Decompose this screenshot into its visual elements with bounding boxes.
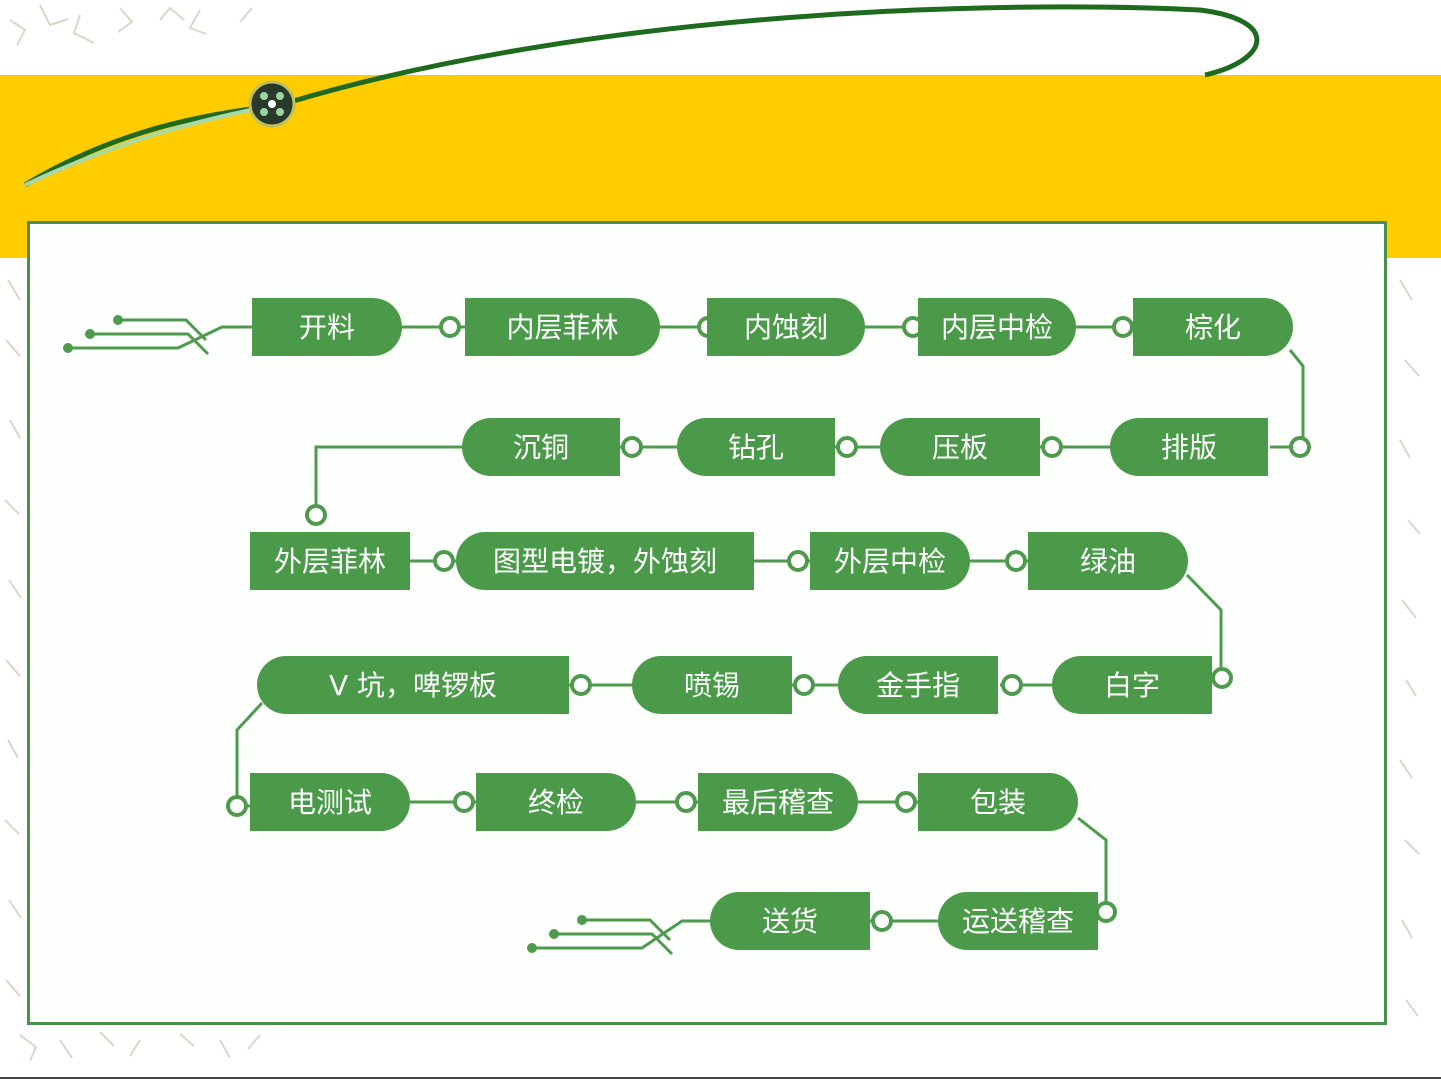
title-swoosh: [25, 7, 1257, 185]
process-node: 外层菲林: [250, 532, 410, 590]
connector-joint: [873, 912, 891, 930]
connector-joint: [228, 797, 246, 815]
connector-wire: [316, 447, 462, 515]
connector-joint: [789, 552, 807, 570]
connector-joint: [1003, 676, 1021, 694]
process-node-label: 外层中检: [834, 545, 946, 578]
process-node-label: 运送稽查: [962, 905, 1074, 938]
process-node: V 坑，啤锣板: [257, 656, 569, 714]
circuit-trace-icon: [527, 915, 712, 954]
connector-joint: [1007, 552, 1025, 570]
process-node: 终检: [476, 773, 636, 831]
process-node-label: 包装: [970, 786, 1026, 819]
connector-joint: [1114, 318, 1132, 336]
process-node: 最后稽查: [698, 773, 858, 831]
process-node-label: 白字: [1104, 669, 1160, 702]
connector-joint: [838, 438, 856, 456]
connector-joint: [435, 552, 453, 570]
process-node-label: 图型电镀，外蚀刻: [493, 545, 717, 578]
process-node-label: 开料: [299, 311, 355, 344]
process-node: 图型电镀，外蚀刻: [456, 532, 754, 590]
process-node: 内层中检: [918, 298, 1076, 356]
process-node: 包装: [918, 773, 1078, 831]
connector-joint: [307, 506, 325, 524]
process-node-label: 内蚀刻: [744, 311, 828, 344]
process-node-label: 金手指: [876, 669, 960, 702]
connector-joint: [1043, 438, 1061, 456]
process-node-label: 钻孔: [728, 431, 784, 464]
connector-joint: [1097, 903, 1115, 921]
process-node: 绿油: [1028, 532, 1188, 590]
process-node-label: 电测试: [288, 786, 372, 819]
process-node-label: 压板: [932, 431, 988, 464]
process-node: 外层中检: [810, 532, 970, 590]
connector-joint: [623, 438, 641, 456]
process-node: 开料: [252, 298, 402, 356]
connector-joint: [897, 793, 915, 811]
connector-joint: [677, 793, 695, 811]
process-node: 电测试: [250, 773, 410, 831]
connector-joint: [455, 793, 473, 811]
process-node-label: 外层菲林: [274, 545, 386, 578]
circuit-traces: [63, 315, 712, 954]
process-node-label: 送货: [762, 905, 818, 938]
circuit-chip-icon: [250, 82, 294, 126]
process-node: 沉铜: [462, 418, 620, 476]
process-node: 金手指: [838, 656, 998, 714]
connector-wire: [1270, 350, 1303, 447]
process-node-label: 内层菲林: [506, 311, 618, 344]
connector-joint: [795, 676, 813, 694]
process-node: 棕化: [1133, 298, 1293, 356]
process-node-label: 绿油: [1080, 545, 1136, 578]
process-node-label: V 坑，啤锣板: [329, 669, 497, 702]
process-node-label: 终检: [528, 786, 584, 819]
process-node: 喷锡: [632, 656, 792, 714]
connector-joint: [441, 318, 459, 336]
process-node-label: 喷锡: [684, 669, 740, 702]
process-node: 钻孔: [677, 418, 835, 476]
process-node-label: 内层中检: [941, 311, 1053, 344]
process-node-label: 沉铜: [513, 431, 569, 464]
process-node: 白字: [1052, 656, 1212, 714]
connector-joint: [572, 676, 590, 694]
connector-wires: [228, 318, 1309, 930]
circuit-trace-icon: [63, 315, 252, 354]
connector-joint: [1291, 438, 1309, 456]
process-node: 运送稽查: [938, 892, 1098, 950]
process-node: 内层菲林: [465, 298, 660, 356]
process-node: 排版: [1110, 418, 1268, 476]
process-node: 内蚀刻: [707, 298, 865, 356]
process-node-label: 最后稽查: [722, 786, 834, 819]
process-node-label: 棕化: [1185, 311, 1241, 344]
connector-joint: [1213, 669, 1231, 687]
bottom-rule: [0, 1077, 1441, 1079]
process-node: 送货: [710, 892, 870, 950]
process-node-label: 排版: [1161, 431, 1217, 464]
process-node: 压板: [880, 418, 1040, 476]
